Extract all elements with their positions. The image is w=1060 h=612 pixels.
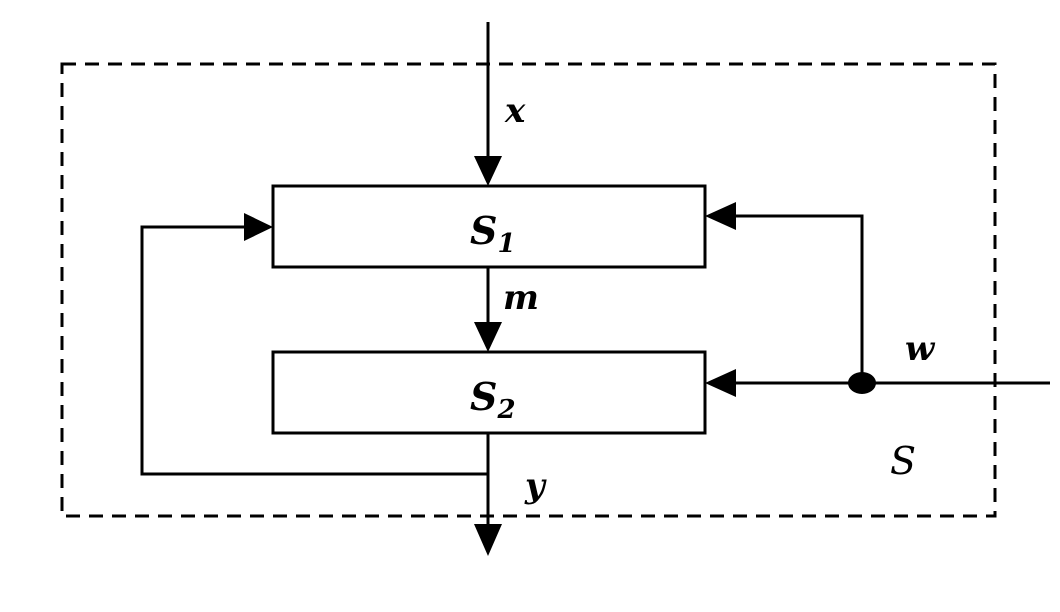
signal-w-branch-line	[732, 214, 864, 383]
block-s1-subscript: 1	[497, 229, 515, 259]
feedback-line	[140, 225, 488, 476]
signal-x-arrowhead	[474, 156, 502, 186]
signal-m-arrowhead	[474, 322, 502, 352]
block-s2: S2	[271, 350, 707, 435]
block-s1: S1	[271, 184, 707, 269]
signal-w-connector	[705, 202, 1050, 397]
feedback-arrowhead	[244, 213, 273, 241]
signal-m-label: m	[503, 278, 539, 318]
feedback-loop	[140, 213, 488, 476]
signal-w-s2-arrowhead	[705, 369, 736, 397]
signal-w-label: w	[905, 329, 936, 369]
signal-x-label: x	[504, 91, 526, 131]
signal-x-connector	[474, 22, 502, 186]
signal-y-label: y	[524, 466, 547, 506]
signal-w-s1-arrowhead	[705, 202, 736, 230]
branch-point-dot	[848, 372, 876, 394]
signal-y-connector	[474, 433, 502, 556]
system-boundary	[60, 62, 997, 518]
block-s2-rect	[271, 350, 707, 435]
signal-m-connector	[474, 267, 502, 352]
block-s2-letter: S	[470, 374, 497, 419]
block-s1-letter: S	[470, 208, 497, 253]
block-s2-label: S2	[470, 374, 516, 425]
block-s2-subscript: 2	[496, 395, 515, 425]
system-label: S	[890, 439, 916, 483]
block-s1-label: S1	[470, 208, 516, 259]
signal-y-arrowhead	[474, 524, 502, 556]
